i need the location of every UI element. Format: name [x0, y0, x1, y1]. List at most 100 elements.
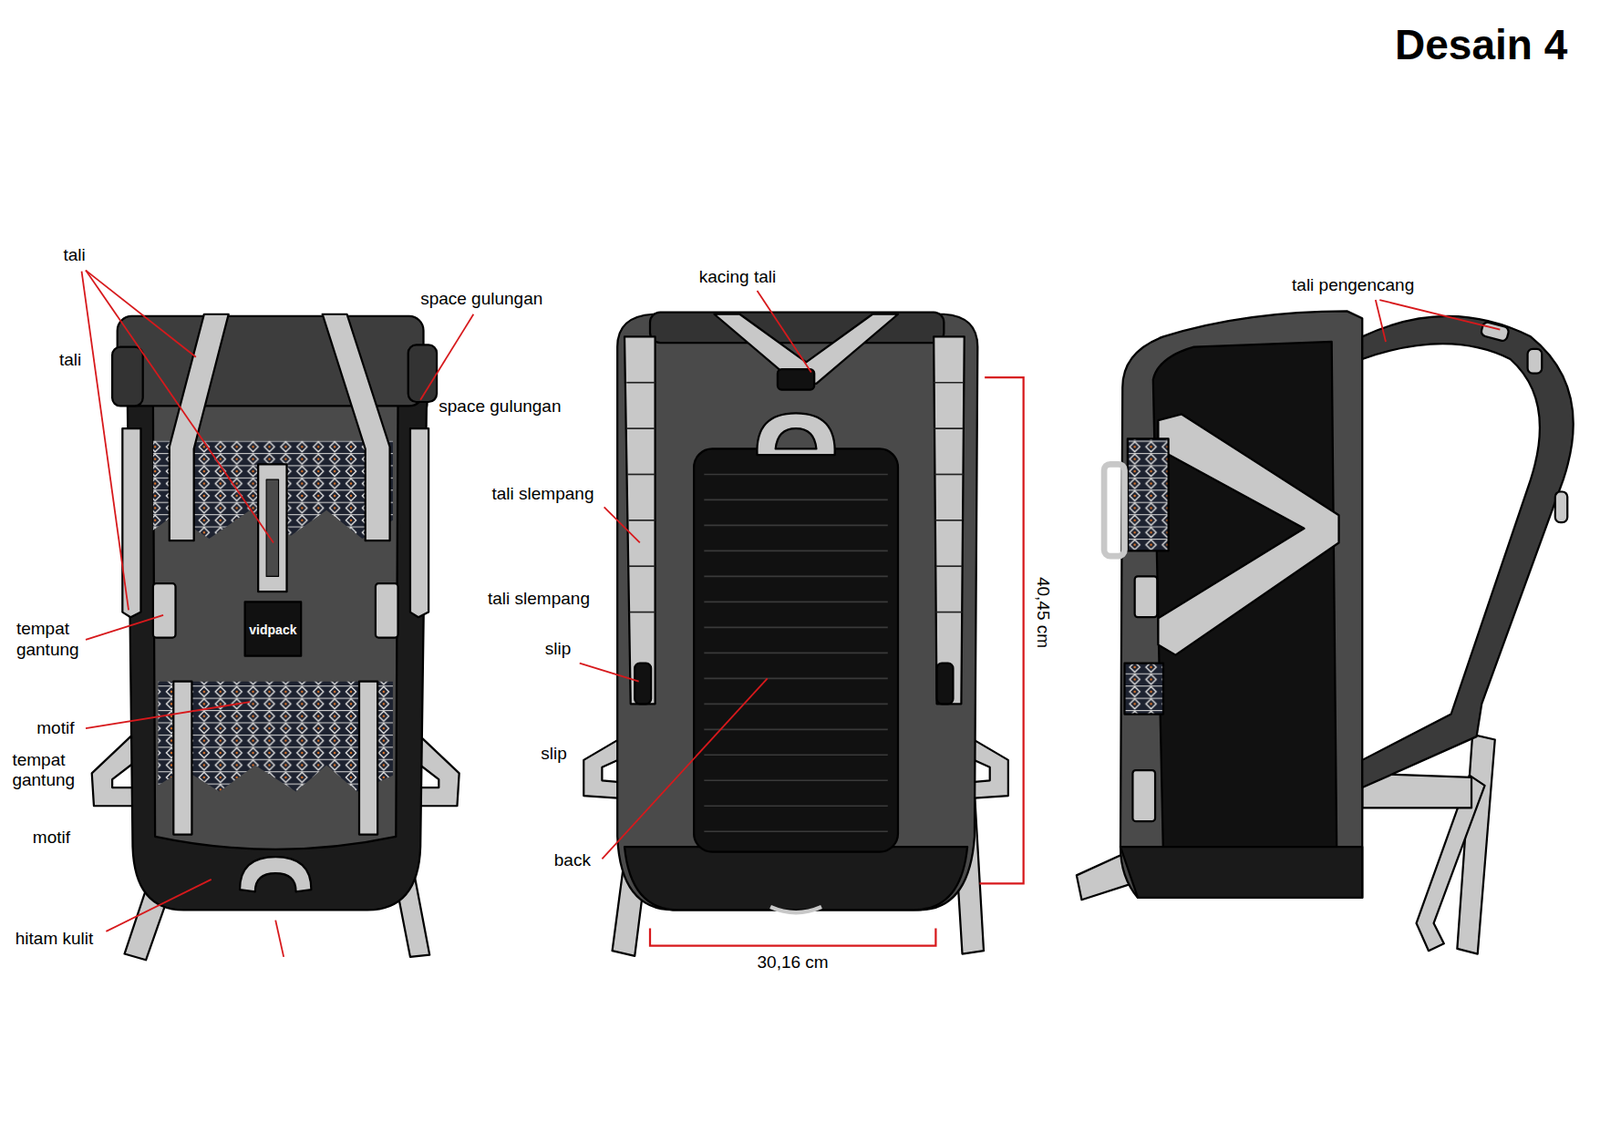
- leader-lines-part: [604, 506, 640, 543]
- strap-padding-part: [628, 565, 655, 568]
- back-view: [583, 312, 1009, 957]
- front-view-part: [322, 314, 391, 541]
- front-view-part: [375, 583, 399, 638]
- front-view-part: [245, 601, 302, 656]
- back-view-part: [624, 846, 968, 910]
- back-mesh-part: [703, 550, 888, 553]
- part-label: tempat gantung: [11, 750, 85, 793]
- dimension-lines: [650, 377, 1024, 946]
- back-mesh-part: [703, 805, 888, 807]
- back-view-part: [624, 336, 656, 704]
- front-view-part: [239, 856, 311, 892]
- dimension-label: 30,16 cm: [757, 952, 829, 974]
- side-view-part: [1157, 413, 1339, 655]
- leader-lines: [82, 270, 1501, 958]
- back-mesh-part: [703, 601, 888, 604]
- strap-padding-part: [627, 474, 655, 476]
- side-view-part: [1480, 320, 1510, 342]
- front-view-part: [112, 347, 144, 407]
- side-view-part: [1555, 492, 1568, 524]
- side-view-part: [1135, 576, 1158, 618]
- front-view-part: [266, 479, 279, 577]
- back-view-part: [933, 336, 965, 704]
- leader-lines-part: [1379, 299, 1500, 330]
- back-mesh: [703, 474, 888, 832]
- front-view-part: [117, 316, 424, 406]
- back-mesh-part: [703, 576, 888, 579]
- front-view-part: [410, 428, 429, 618]
- side-view-part: [1120, 846, 1363, 899]
- strap-padding-part: [934, 474, 963, 476]
- back-mesh-part: [703, 474, 888, 476]
- part-label: tempat gantung: [16, 619, 90, 661]
- back-view-part: [770, 907, 822, 913]
- part-label: tali: [59, 350, 82, 372]
- strap-padding-part: [934, 519, 962, 522]
- strap-padding-part: [935, 565, 962, 568]
- back-view-part: [617, 314, 978, 911]
- leader-lines-part: [105, 879, 211, 932]
- side-view-part: [1104, 464, 1125, 557]
- part-label: space gulungan: [438, 396, 561, 418]
- part-label: back: [554, 850, 591, 872]
- leader-lines-part: [85, 615, 164, 640]
- part-label: slip: [540, 743, 568, 765]
- leader-lines-part: [1375, 299, 1386, 342]
- side-view-part: [1120, 310, 1363, 899]
- part-label: space gulungan: [420, 289, 543, 310]
- dimension-lines-part: [980, 377, 1024, 884]
- part-label: tali slempang: [487, 588, 590, 610]
- side-view-part: [1527, 349, 1543, 374]
- strap-padding-part: [628, 519, 655, 522]
- leader-lines-part: [757, 290, 812, 373]
- part-label: kacing tali: [699, 267, 777, 289]
- side-view-part: [1132, 770, 1156, 822]
- dimension-label: 40,45 cm: [1032, 577, 1054, 649]
- strap-padding-part: [933, 381, 963, 384]
- strap-padding: [626, 382, 963, 613]
- leader-lines-part: [85, 270, 197, 358]
- strap-padding-part: [629, 611, 656, 614]
- strap-padding-part: [935, 611, 962, 614]
- back-view-part: [634, 663, 651, 705]
- back-view-part: [693, 448, 899, 852]
- back-mesh-part: [703, 702, 888, 705]
- strap-padding-part: [626, 427, 655, 430]
- side-view-part: [1362, 316, 1573, 788]
- drawing-title: Desain 4: [1394, 20, 1568, 70]
- part-label: tali: [62, 245, 85, 267]
- side-view-part: [1124, 663, 1164, 715]
- front-view-part: [153, 583, 176, 638]
- part-label: tali slempang: [492, 484, 595, 506]
- back-mesh-part: [703, 677, 888, 680]
- side-view-part: [1127, 438, 1169, 551]
- back-mesh-part: [703, 499, 888, 502]
- part-label: motif: [36, 718, 74, 740]
- leader-lines-part: [579, 663, 640, 682]
- back-view-part: [756, 412, 835, 455]
- front-view-part: [408, 344, 437, 403]
- back-mesh-part: [703, 627, 888, 630]
- part-label: slip: [545, 639, 572, 661]
- back-mesh-part: [703, 525, 888, 527]
- front-view-part: [157, 681, 393, 793]
- strap-padding-part: [933, 427, 963, 430]
- back-view-part: [937, 663, 954, 705]
- back-mesh-part: [703, 652, 888, 655]
- leader-lines-part: [85, 701, 250, 729]
- back-view-part: [777, 369, 815, 390]
- part-label: motif: [32, 827, 71, 849]
- leader-lines-part: [275, 920, 284, 958]
- strap-padding-part: [626, 381, 655, 384]
- front-view-part: [169, 314, 229, 541]
- back-mesh-part: [703, 753, 888, 756]
- front-view-part: [359, 681, 378, 836]
- back-view-part: [650, 312, 944, 344]
- back-view-part: [775, 428, 817, 449]
- back-mesh-part: [703, 779, 888, 782]
- leader-lines-part: [82, 271, 129, 611]
- back-mesh-part: [703, 728, 888, 731]
- part-label: tali pengencang: [1291, 275, 1415, 297]
- front-view: [92, 314, 460, 961]
